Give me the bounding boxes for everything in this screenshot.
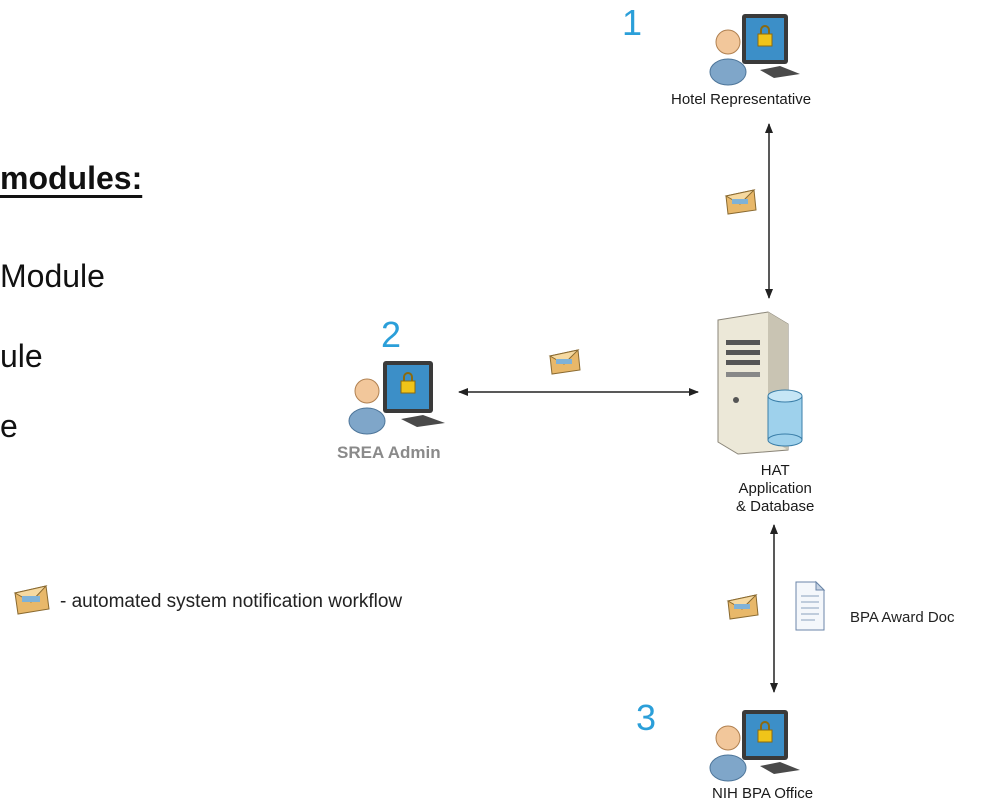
module-item-2: ule (0, 338, 43, 374)
user-computer-icon (348, 361, 445, 435)
server-icon (717, 311, 803, 455)
database-icon (767, 389, 803, 447)
srea-admin-label: SREA Admin (337, 443, 441, 462)
server-label: HAT Application & Database (736, 462, 814, 516)
step-number-1: 1 (622, 2, 643, 43)
module-item-3: e (0, 408, 18, 444)
server-label-line-1: HAT (760, 462, 790, 479)
envelope-icon (548, 349, 581, 375)
envelope-icon (13, 585, 50, 615)
user-computer-icon (709, 710, 800, 782)
user-computer-icon (709, 14, 800, 86)
legend-text: - automated system notification workflow (60, 591, 403, 612)
envelope-icon (726, 594, 759, 620)
envelope-icon (724, 189, 757, 215)
modules-heading: modules: (0, 160, 143, 196)
document-icon (795, 580, 826, 631)
bpa-award-doc-label: BPA Award Doc (850, 609, 955, 626)
step-number-2: 2 (381, 314, 402, 355)
server-label-line-2: Application (738, 480, 812, 497)
nih-bpa-office-label: NIH BPA Office (712, 785, 814, 802)
hotel-representative-label: Hotel Representative (671, 91, 812, 108)
step-number-3: 3 (636, 697, 657, 738)
module-item-1: Module (0, 258, 105, 294)
server-label-line-3: & Database (736, 498, 815, 515)
